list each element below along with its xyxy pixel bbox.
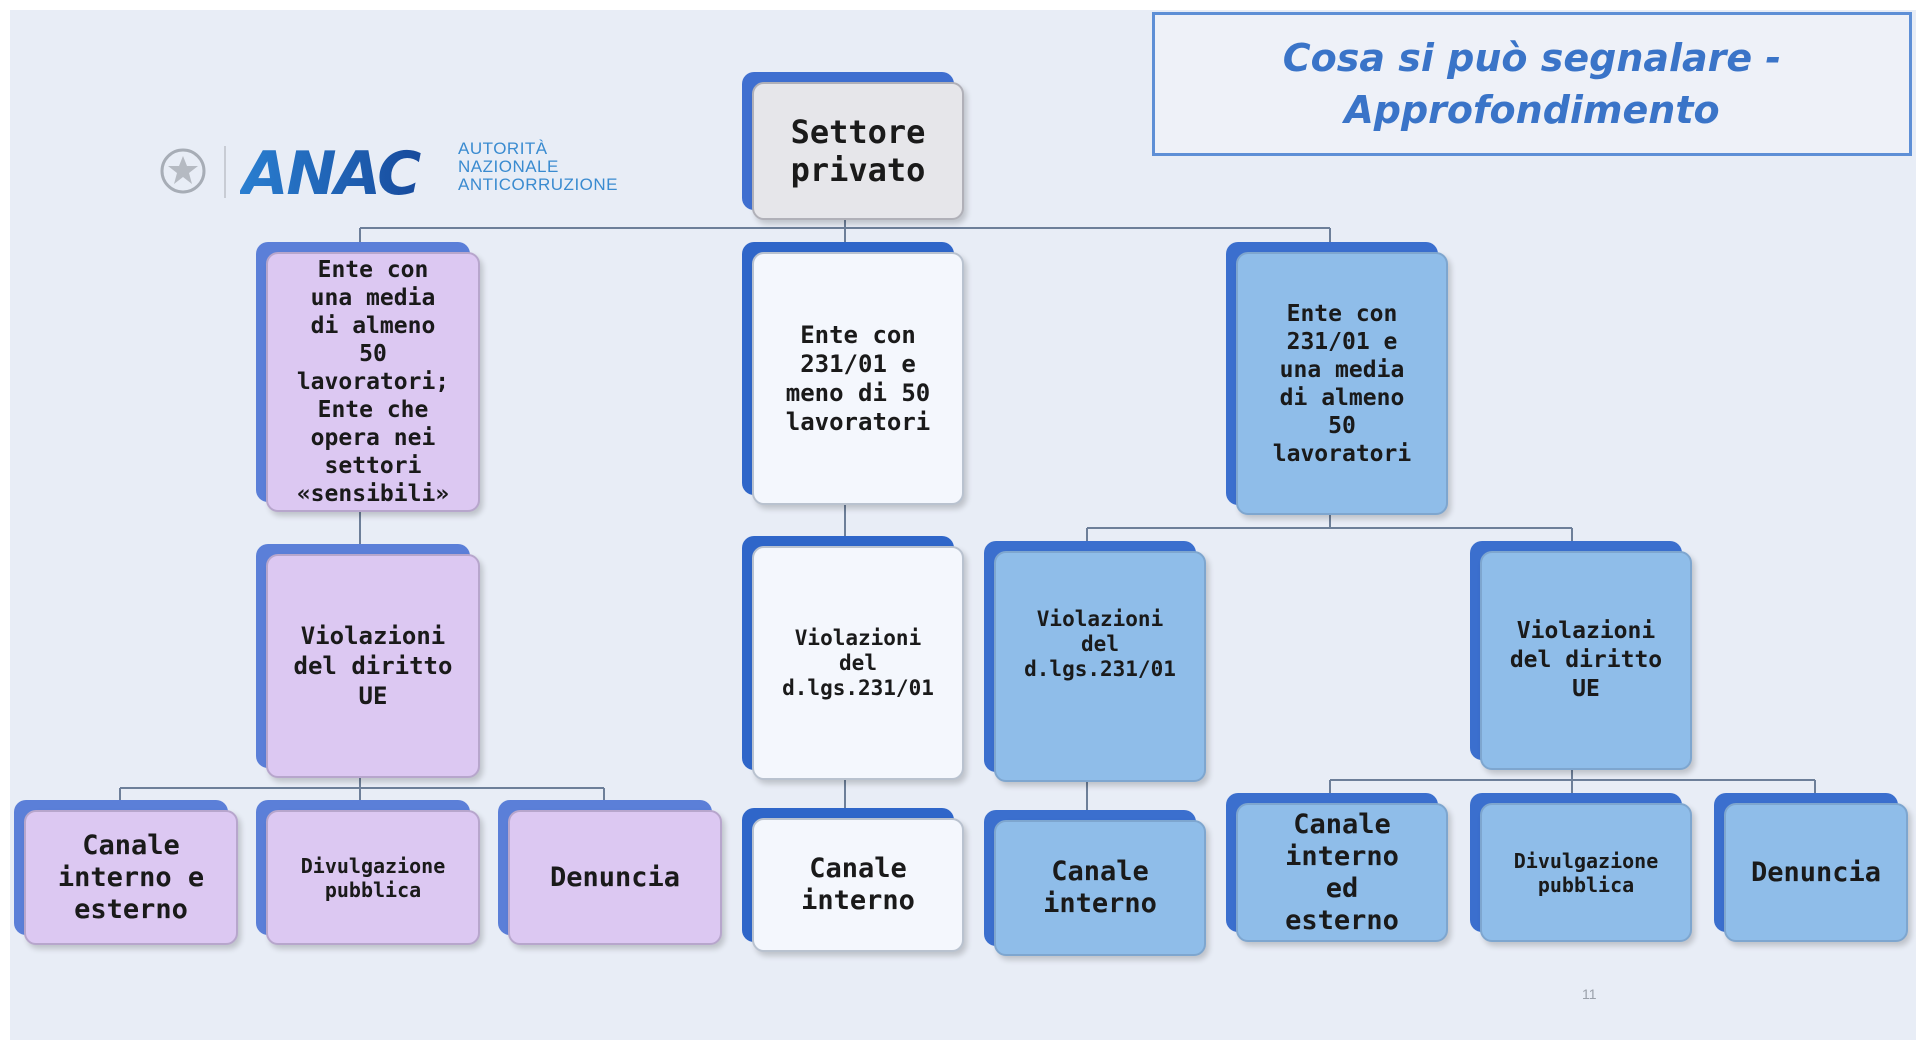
republic-emblem-icon [160,148,206,194]
anac-logo: ANAC AUTORITÀ NAZIONALE ANTICORRUZIONE [158,136,648,208]
anac-subtitle-line1: AUTORITÀ [458,139,548,158]
page-number: 11 [1582,986,1597,1002]
slide-title-line2: Approfondimento [1344,88,1720,132]
anac-wordmark-text: ANAC [240,139,421,206]
node-canale-interno-mid: Canale interno [742,808,964,952]
anac-subtitle-line3: ANTICORRUZIONE [458,175,618,194]
node-divulgazione-left: Divulgazione pubblica [256,800,480,945]
slide-title-line1: Cosa si può segnalare - [1282,36,1782,80]
node-violazioni-ue-right: Violazioni del diritto UE [1470,541,1692,770]
node-canale-interno-ed-esterno: Canale interno ed esterno [1226,793,1448,942]
node-denuncia-right: Denuncia [1714,793,1908,942]
node-canale-interno-esterno: Canale interno e esterno [14,800,238,945]
node-ente-231-meno-50: Ente con 231/01 e meno di 50 lavoratori [742,242,964,505]
node-ente-almeno-50: Ente con una media di almeno 50 lavorato… [256,242,480,512]
anac-subtitle: AUTORITÀ NAZIONALE ANTICORRUZIONE [458,140,618,194]
node-canale-interno-right: Canale interno [984,810,1206,956]
node-ente-231-almeno-50: Ente con 231/01 e una media di almeno 50… [1226,242,1448,515]
anac-wordmark: ANAC [240,139,423,206]
node-violazioni-231-mid: Violazioni del d.lgs.231/01 [742,536,964,780]
slide-title: Cosa si può segnalare - Approfondimento [1152,12,1912,156]
anac-subtitle-line2: NAZIONALE [458,157,559,176]
node-divulgazione-right: Divulgazione pubblica [1470,793,1692,942]
node-settore-privato: Settore privato [742,72,964,220]
node-violazioni-ue-left: Violazioni del diritto UE [256,544,480,778]
node-denuncia-left: Denuncia [498,800,722,945]
logo-separator [224,146,226,198]
node-violazioni-231-right: Violazioni del d.lgs.231/01 [984,541,1206,782]
